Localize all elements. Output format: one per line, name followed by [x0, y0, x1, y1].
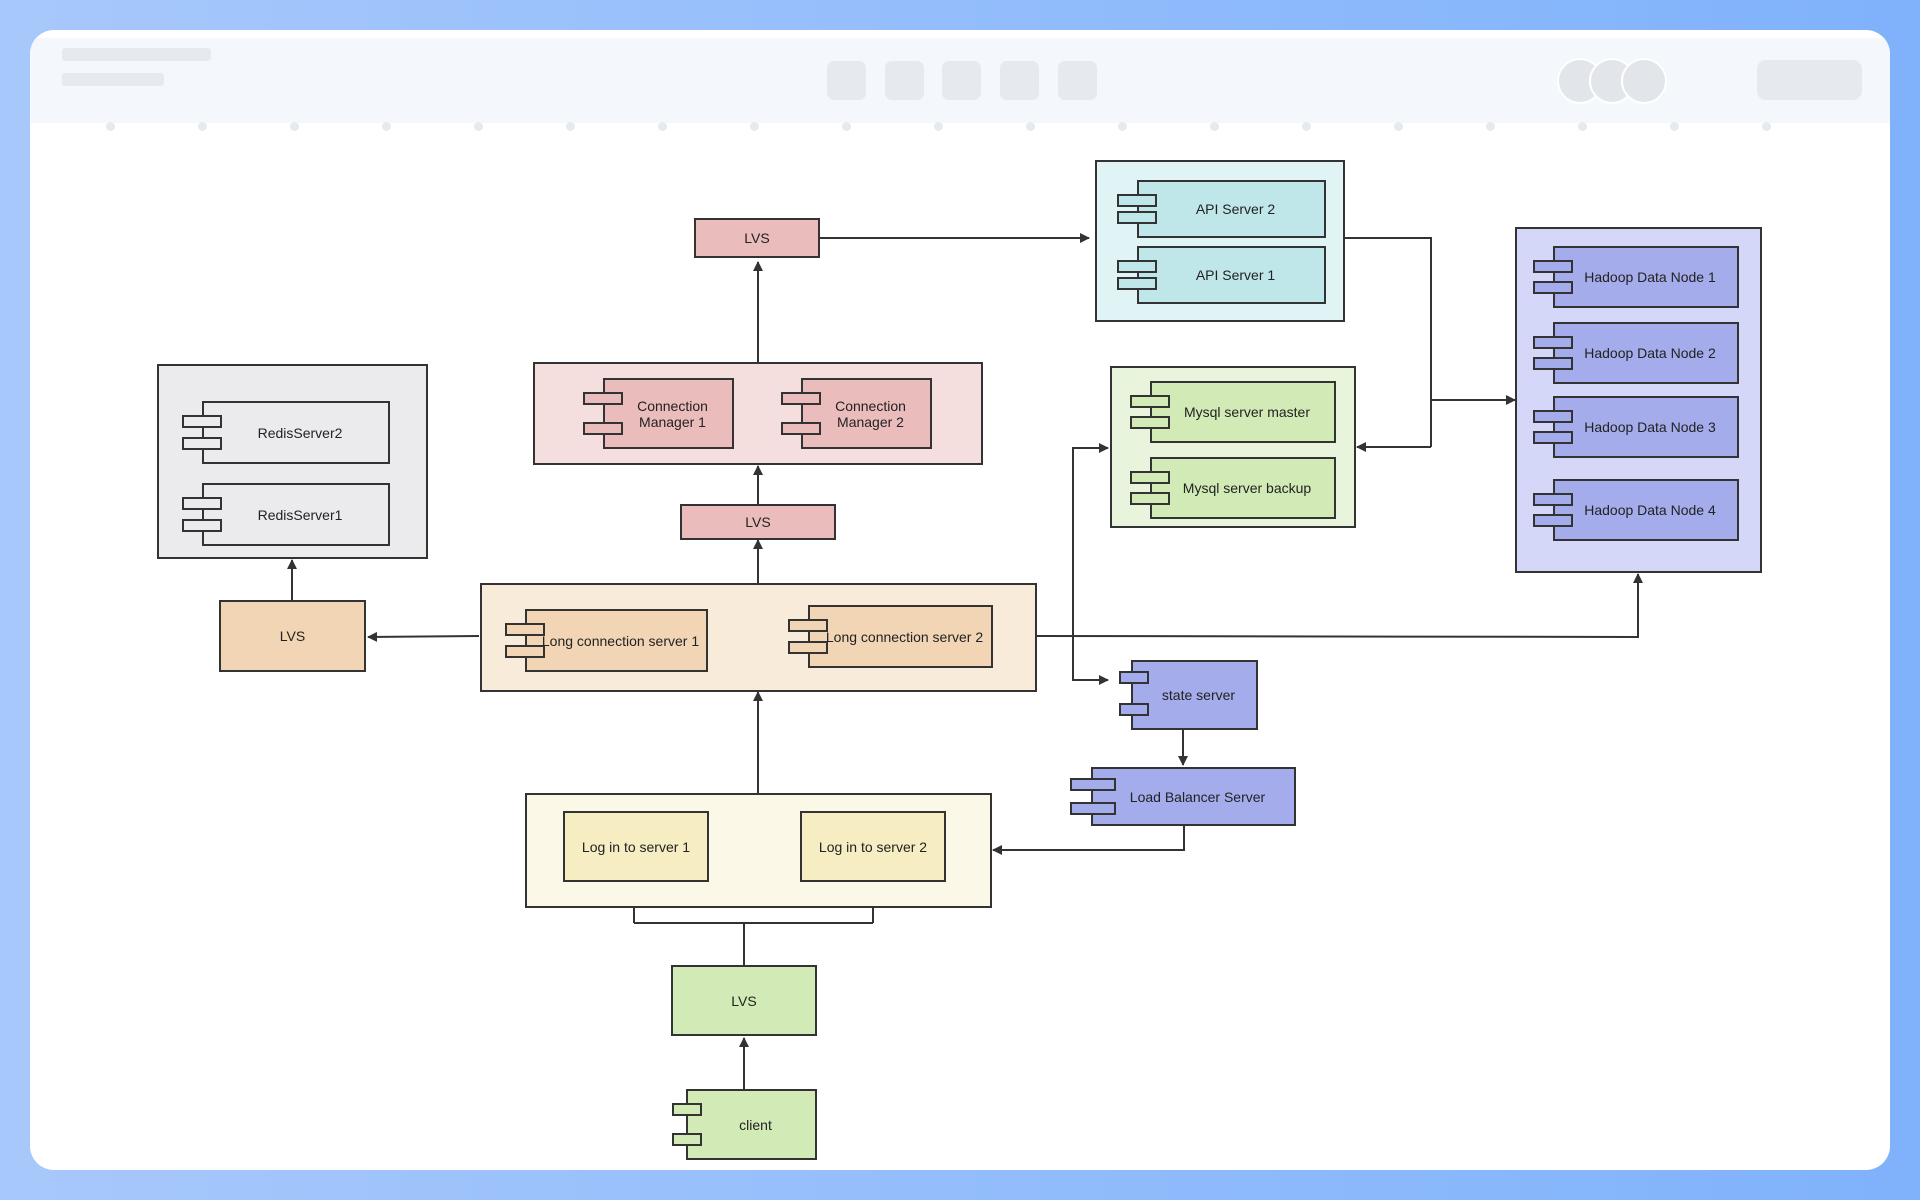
connection-manager-2[interactable]: Connection Manager 2: [781, 378, 932, 449]
load-balancer-server[interactable]: Load Balancer Server: [1070, 767, 1296, 826]
edge-lc-to-redis-lvs: [367, 631, 480, 642]
diagram-window: API Server 2 API Server 1 LVS Hadoop Dat…: [30, 30, 1890, 1170]
toolbar-button[interactable]: [827, 61, 866, 100]
diagram-canvas: API Server 2 API Server 1 LVS Hadoop Dat…: [30, 30, 1890, 1170]
lvs-mid[interactable]: LVS: [680, 504, 836, 540]
toolbar-button[interactable]: [1058, 61, 1097, 100]
connection-manager-1[interactable]: Connection Manager 1: [583, 378, 734, 449]
toolbar-button[interactable]: [885, 61, 924, 100]
api-server-2[interactable]: API Server 2: [1117, 180, 1326, 238]
title-placeholder: [62, 48, 211, 61]
hadoop-data-node-3[interactable]: Hadoop Data Node 3: [1533, 396, 1739, 458]
edge-lb-to-login: [992, 826, 1185, 855]
edge-lc-to-state: [1072, 636, 1109, 685]
avatar[interactable]: [1621, 58, 1667, 104]
edge-state-to-mysql: [1072, 443, 1109, 679]
share-button[interactable]: [1757, 60, 1862, 100]
hadoop-data-node-1[interactable]: Hadoop Data Node 1: [1533, 246, 1739, 308]
redis-server-2[interactable]: RedisServer2: [182, 401, 390, 464]
state-server[interactable]: state server: [1119, 660, 1258, 730]
mysql-server-master[interactable]: Mysql server master: [1130, 381, 1336, 443]
lvs-redis[interactable]: LVS: [219, 600, 366, 672]
toolbar: [30, 38, 1890, 123]
long-connection-server-1[interactable]: Long connection server 1: [505, 609, 708, 672]
login-server-1[interactable]: Log in to server 1: [563, 811, 709, 882]
toolbar-button[interactable]: [1000, 61, 1039, 100]
edge-api-trunk: [1344, 237, 1432, 447]
api-server-1[interactable]: API Server 1: [1117, 246, 1326, 304]
lvs-top[interactable]: LVS: [694, 218, 820, 258]
toolbar-button[interactable]: [942, 61, 981, 100]
connectors: [287, 233, 1643, 1089]
edge-lc-to-hadoop: [1035, 573, 1643, 639]
mysql-server-backup[interactable]: Mysql server backup: [1130, 457, 1336, 519]
client[interactable]: client: [672, 1089, 817, 1160]
hadoop-data-node-4[interactable]: Hadoop Data Node 4: [1533, 479, 1739, 541]
long-connection-server-2[interactable]: Long connection server 2: [788, 605, 993, 668]
subtitle-placeholder: [62, 73, 164, 86]
hadoop-data-node-2[interactable]: Hadoop Data Node 2: [1533, 322, 1739, 384]
login-server-2[interactable]: Log in to server 2: [800, 811, 946, 882]
redis-server-1[interactable]: RedisServer1: [182, 483, 390, 546]
lvs-bottom[interactable]: LVS: [671, 965, 817, 1036]
